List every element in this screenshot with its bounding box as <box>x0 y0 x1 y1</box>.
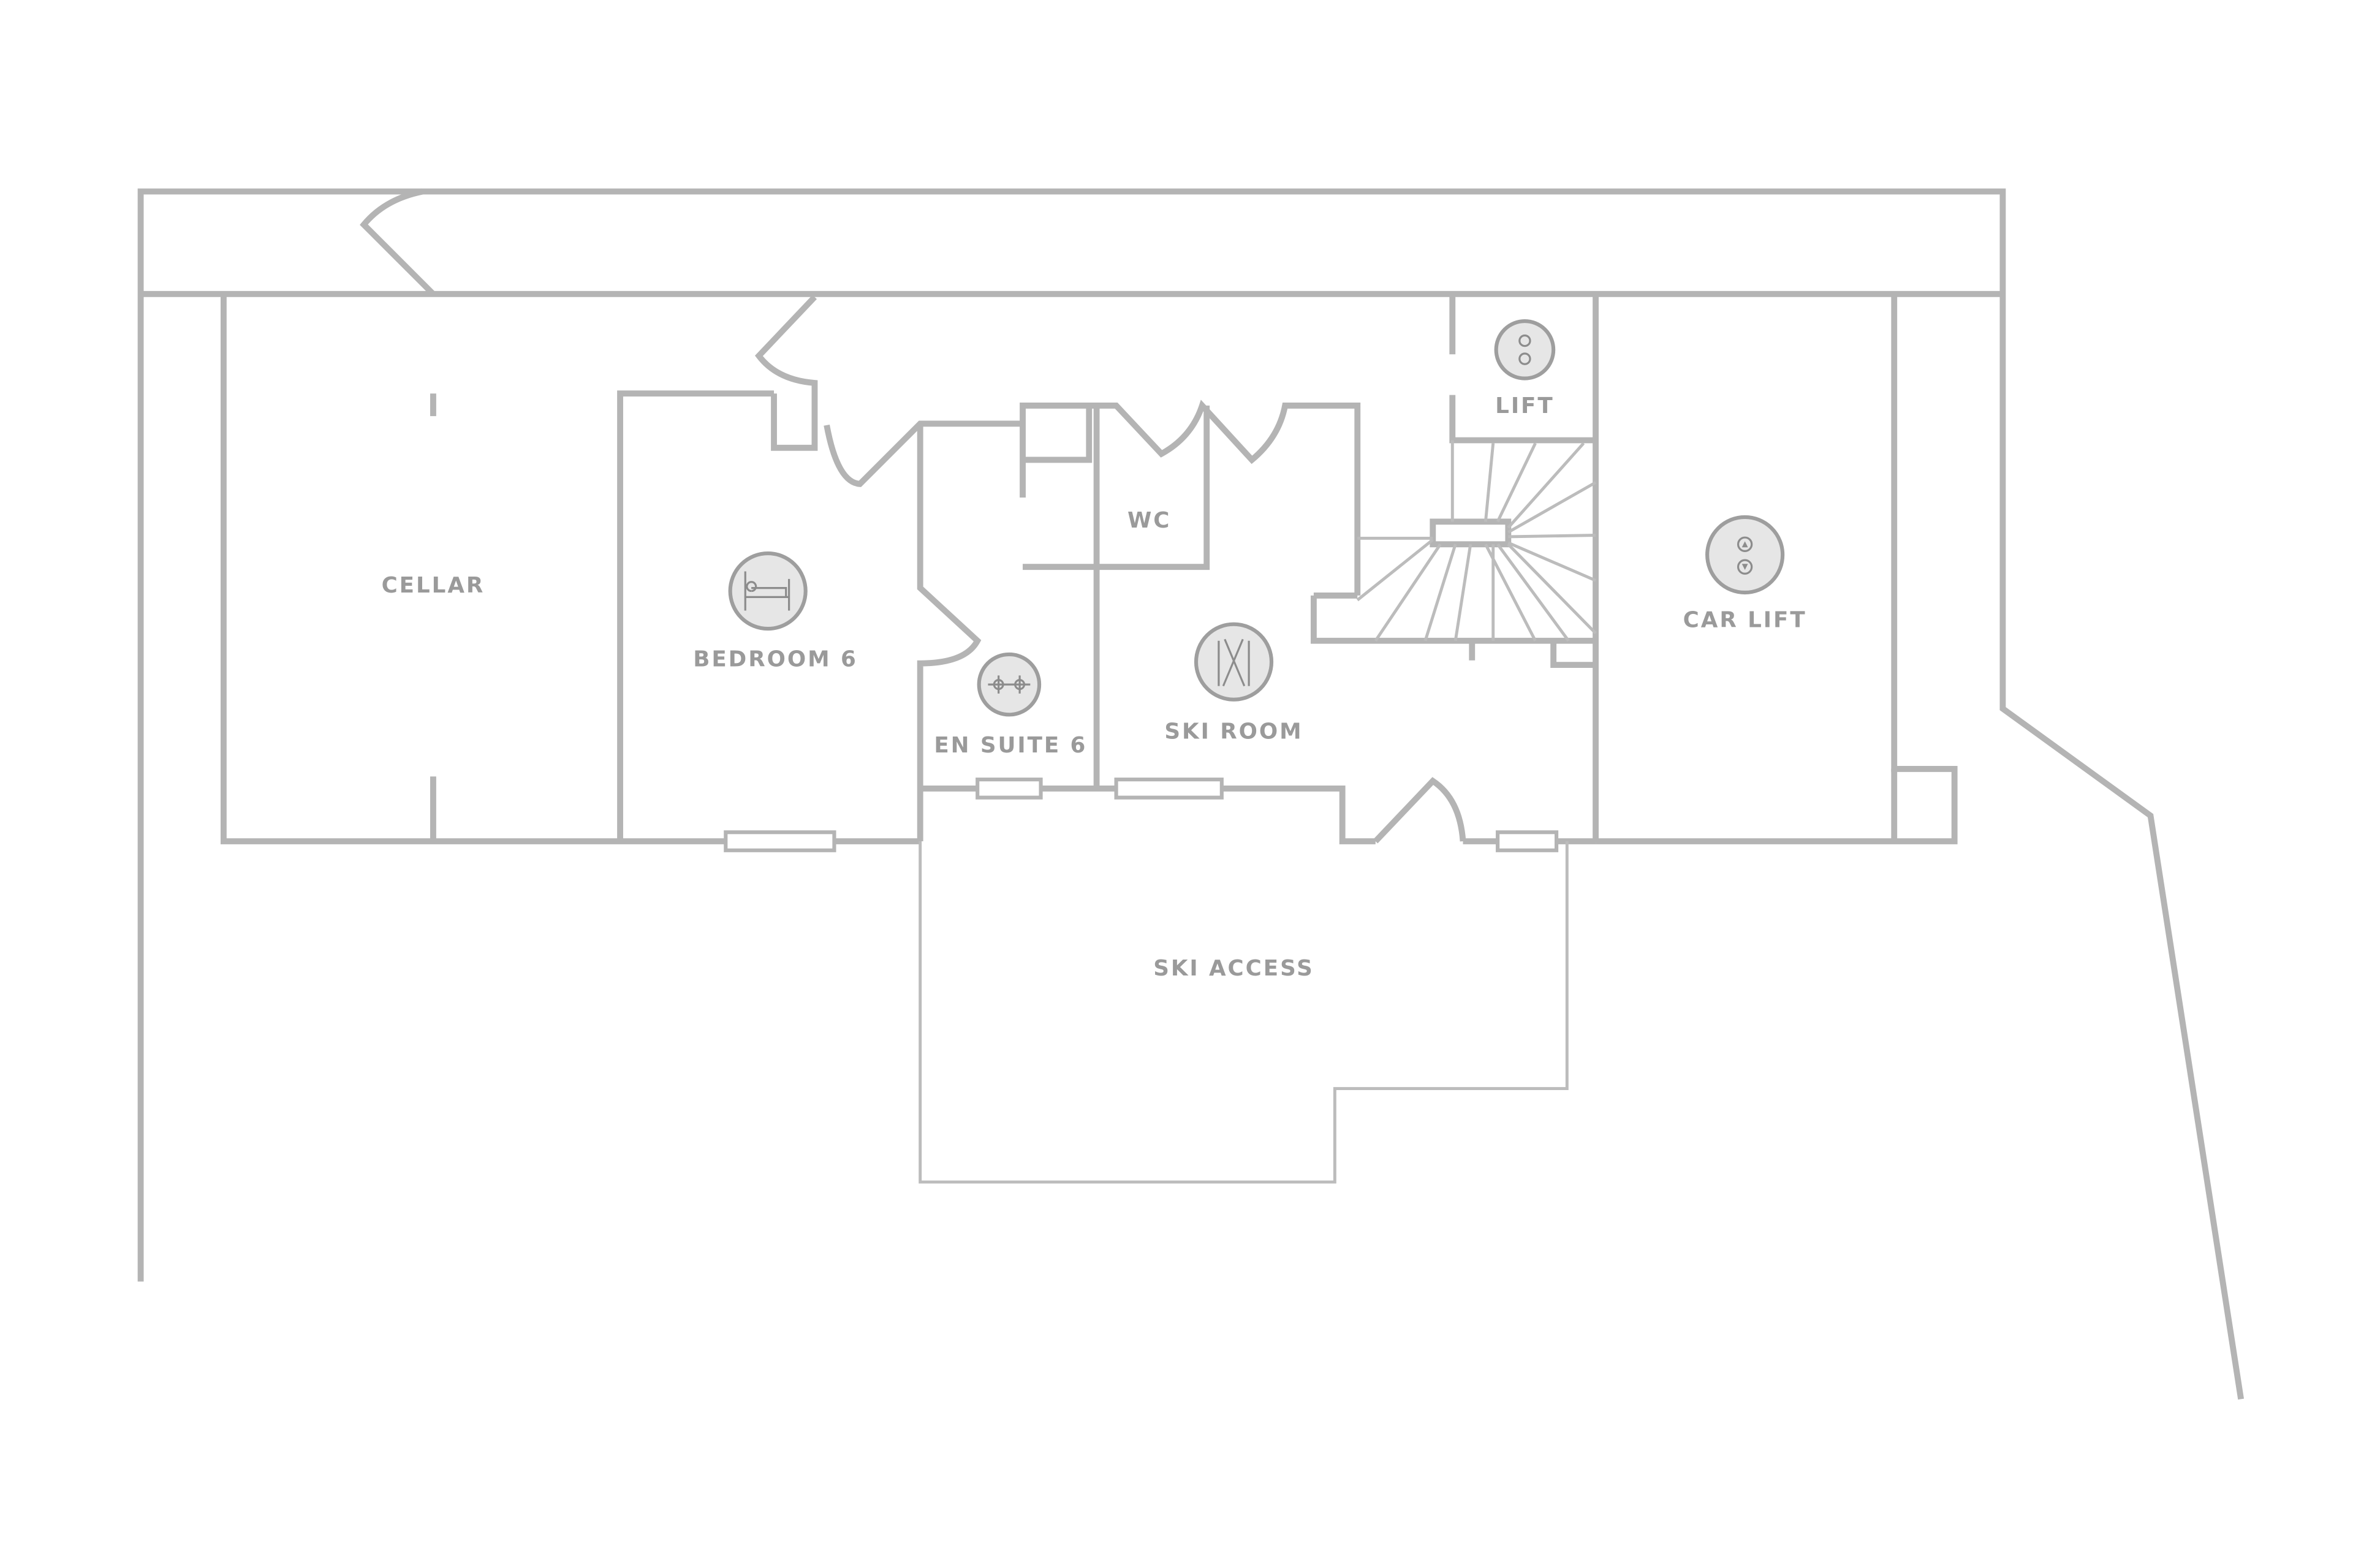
room-label-ski-access: SKI ACCESS <box>1153 956 1314 981</box>
bed-icon <box>728 551 808 631</box>
window-bedroom <box>724 830 836 852</box>
stair-landing <box>1430 518 1512 548</box>
ski-access-area <box>919 841 1569 1184</box>
window-skiroom-east <box>1496 830 1559 852</box>
cellar-walls <box>220 294 920 844</box>
room-label-bedroom-6: BEDROOM 6 <box>693 647 858 672</box>
car-lift-walls <box>1596 294 1958 844</box>
stair-treads <box>1356 440 1597 642</box>
room-label-wc: WC <box>1127 508 1171 533</box>
lift-buttons-icon <box>1494 319 1556 381</box>
car-lift-buttons-icon <box>1705 515 1785 595</box>
room-label-ski-room: SKI ROOM <box>1164 719 1303 744</box>
bath-tap-icon <box>977 652 1042 717</box>
top-door-swing <box>360 188 436 297</box>
window-ensuite <box>976 778 1043 800</box>
interior-walls <box>754 295 1596 844</box>
room-label-lift: LIFT <box>1495 393 1554 419</box>
skis-icon <box>1194 622 1274 702</box>
room-label-cellar: CELLAR <box>382 573 485 598</box>
window-skiroom <box>1114 778 1224 800</box>
outer-walls <box>137 188 2245 1400</box>
windows <box>724 778 1559 852</box>
room-label-car-lift: CAR LIFT <box>1683 608 1807 633</box>
lift-and-stairs <box>1356 294 1599 842</box>
room-label-en-suite-6: EN SUITE 6 <box>934 733 1087 758</box>
